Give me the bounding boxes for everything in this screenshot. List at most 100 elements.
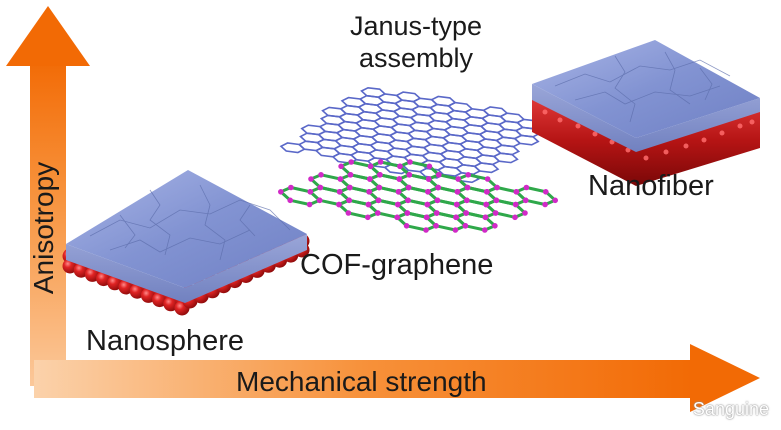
cof-node <box>543 189 549 195</box>
cof-node <box>336 189 343 195</box>
cof-node <box>423 227 429 233</box>
fiber-highlight <box>575 123 581 129</box>
graphene-sheet <box>279 86 561 184</box>
fiber-highlight <box>683 143 689 149</box>
cof-node <box>406 172 413 178</box>
cof-node <box>345 210 352 216</box>
cof-node <box>404 210 411 216</box>
cof-lattice <box>278 159 558 233</box>
cof-node <box>338 163 344 170</box>
cof-node <box>436 172 442 178</box>
cof-node <box>365 214 371 221</box>
cof-node <box>407 159 413 165</box>
cof-node <box>316 197 323 204</box>
janus-assembly-label: Janus-type assembly <box>306 10 526 74</box>
cof-node <box>426 163 433 170</box>
cof-node <box>395 201 401 208</box>
fiber-highlight <box>592 131 598 137</box>
cof-node <box>522 197 529 204</box>
fiber-highlight <box>557 117 563 123</box>
cof-node <box>522 210 528 216</box>
fiber-highlight <box>625 147 631 153</box>
cof-node <box>395 189 402 195</box>
cof-node <box>347 172 354 178</box>
cof-graphene-label: COF-graphene <box>300 249 494 281</box>
nanofiber-assembly <box>532 40 760 186</box>
cof-node <box>425 189 431 195</box>
cof-node <box>397 163 403 170</box>
graphene-hexagon <box>513 134 540 146</box>
fiber-highlight <box>643 155 649 161</box>
cof-node <box>423 214 430 221</box>
cof-node <box>464 184 471 191</box>
graphene-hexagon <box>492 152 519 164</box>
cof-node <box>375 197 382 204</box>
cof-node <box>482 227 488 233</box>
cof-node <box>308 176 314 182</box>
cof-node <box>337 176 344 182</box>
cof-node <box>278 189 284 195</box>
cof-node <box>288 184 294 191</box>
cof-node <box>336 201 342 208</box>
cof-node <box>493 197 500 204</box>
cof-node <box>394 214 401 221</box>
graphene-hexagon <box>473 162 500 174</box>
janus-label-line-2: assembly <box>358 43 474 73</box>
x-axis-arrow <box>34 344 760 412</box>
fiber-highlight <box>719 130 725 136</box>
cof-node <box>542 201 548 208</box>
cof-node <box>454 189 461 195</box>
cof-node <box>376 184 383 191</box>
cof-node <box>523 184 530 191</box>
cof-node <box>552 197 558 204</box>
cof-node <box>435 184 441 191</box>
cof-node <box>433 223 439 229</box>
cof-node <box>484 176 491 182</box>
cof-node <box>465 172 472 178</box>
nanosphere-label: Nanosphere <box>86 325 244 357</box>
cof-node <box>512 214 518 221</box>
cof-node <box>367 163 374 170</box>
cof-node <box>483 201 490 208</box>
cof-node <box>424 201 431 208</box>
cof-node <box>396 176 403 182</box>
cof-node <box>434 197 441 204</box>
cof-node <box>433 210 440 216</box>
janus-label-line-1: Janus-type <box>349 11 483 41</box>
cof-node <box>462 223 469 229</box>
cof-node <box>405 197 411 204</box>
cof-node <box>513 189 520 195</box>
fiber-highlight <box>749 119 755 125</box>
cof-node <box>425 176 432 182</box>
cof-node <box>452 227 459 233</box>
watermark: Sanguine <box>692 399 769 419</box>
cof-node <box>494 184 500 191</box>
cof-node <box>306 201 313 208</box>
cof-node <box>454 201 460 208</box>
graphene-hexagon <box>453 171 480 184</box>
fiber-highlight <box>542 109 548 115</box>
fiber-highlight <box>701 137 707 143</box>
cof-node <box>348 159 355 165</box>
cof-node <box>464 197 470 204</box>
cof-node <box>377 159 384 165</box>
y-axis-arrow <box>6 6 90 386</box>
cof-node <box>512 201 519 208</box>
cof-node <box>346 197 352 204</box>
cof-node <box>492 210 499 216</box>
cof-node <box>366 189 373 195</box>
cof-node <box>453 214 459 221</box>
cof-node <box>375 210 381 216</box>
cof-node <box>492 223 498 229</box>
fiber-highlight <box>663 149 669 155</box>
cof-node <box>307 189 314 195</box>
fiber-highlight <box>609 139 615 145</box>
cof-node <box>403 223 410 229</box>
fiber-highlight <box>737 123 743 129</box>
cof-node <box>365 201 372 208</box>
cof-node <box>405 184 412 191</box>
cof-node <box>484 189 490 195</box>
cof-node <box>347 184 353 191</box>
cof-node <box>317 184 324 191</box>
